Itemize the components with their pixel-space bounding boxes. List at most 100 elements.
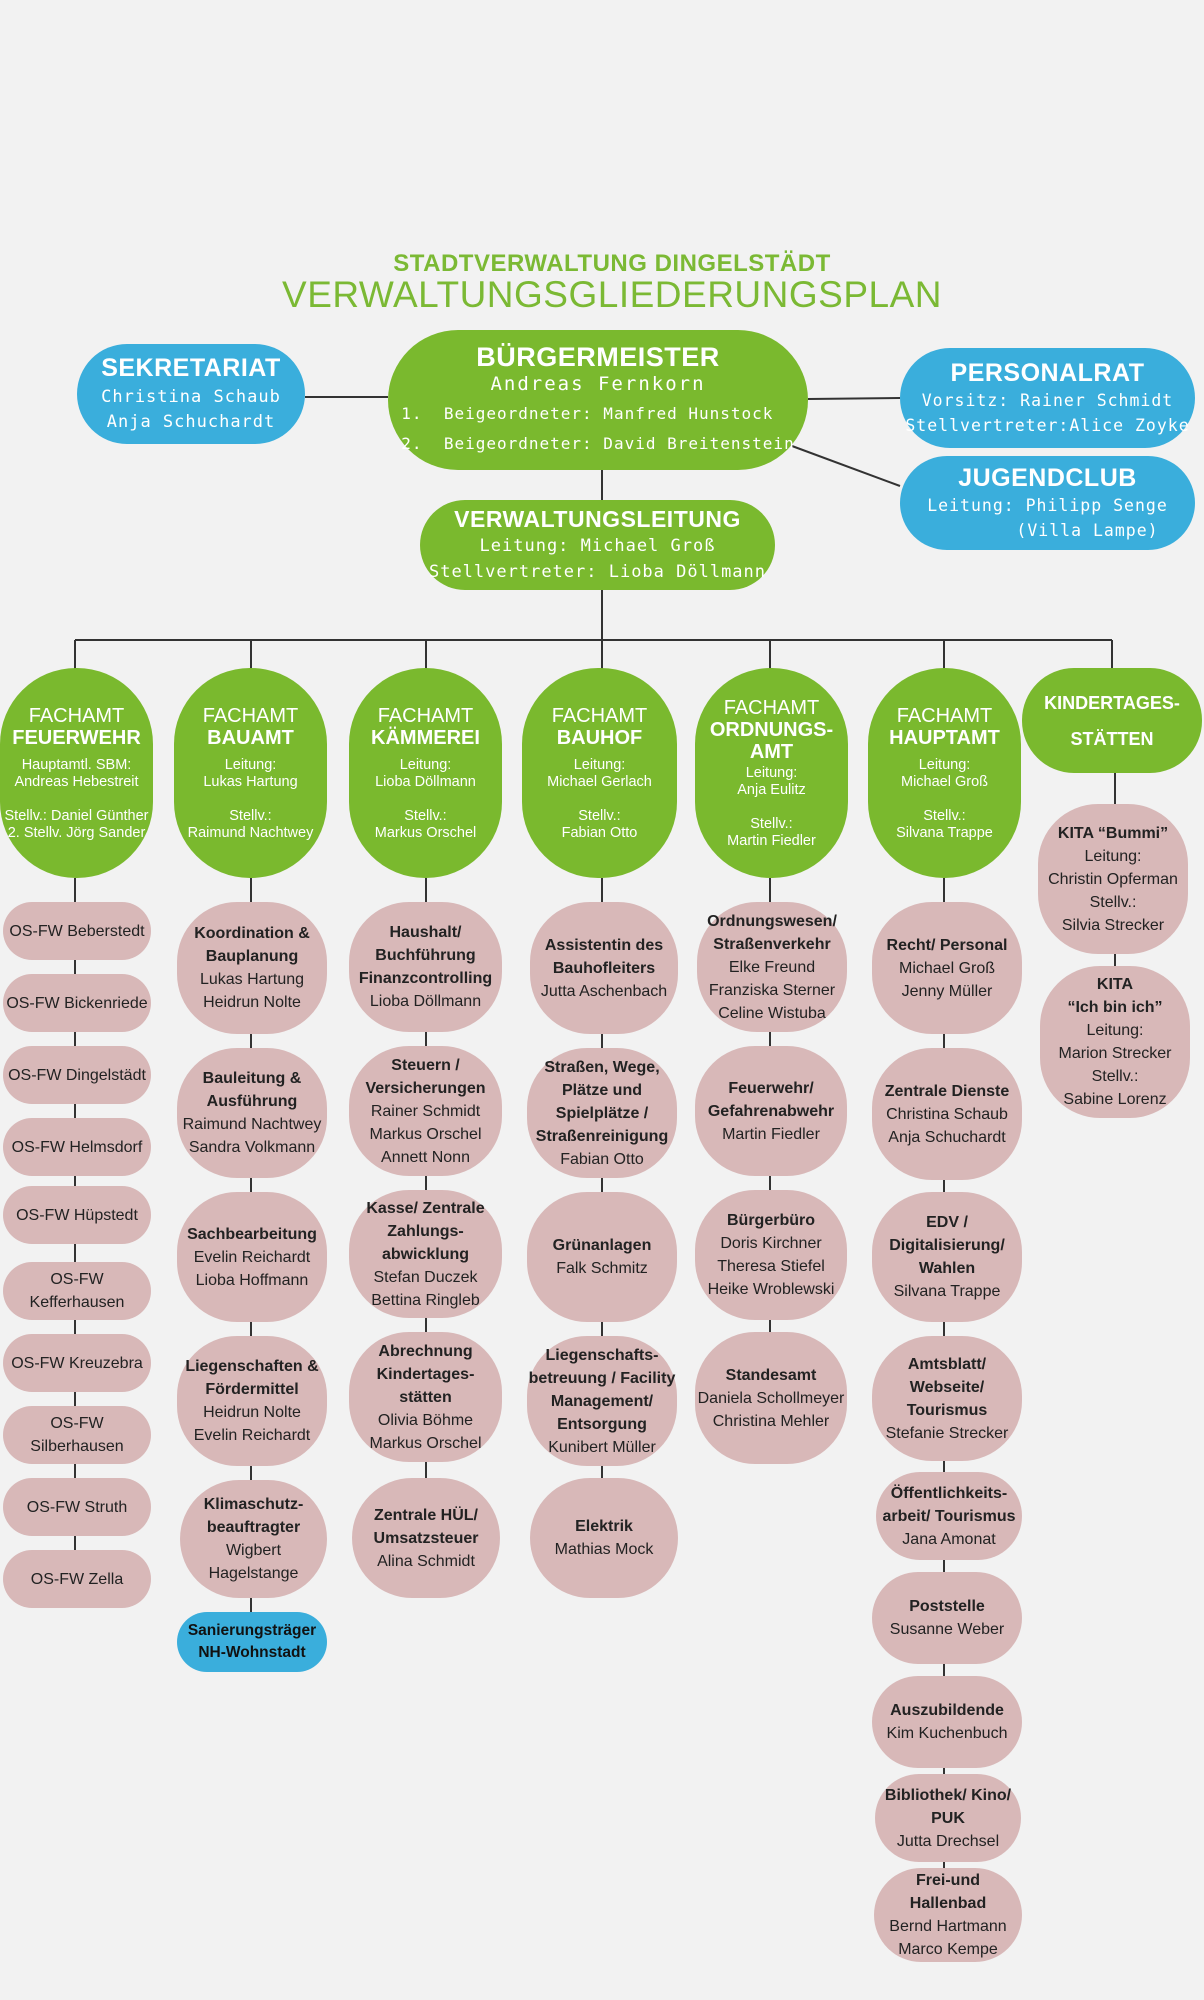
unit-os-fw: OS-FW Kefferhausen — [3, 1262, 151, 1320]
dept-line: Andreas Hebestreit — [14, 773, 139, 790]
dept-line: Silvana Trappe — [896, 824, 993, 841]
unit-hauptamt: EDV /Digitalisierung/Wahlen Silvana Trap… — [872, 1192, 1022, 1322]
unit-title: Zentrale Dienste — [884, 1082, 1010, 1100]
unit-title: Versicherungen — [365, 1079, 486, 1097]
unit-person: Sabine Lorenz — [1063, 1091, 1167, 1108]
verwaltungsleitung-box: VERWALTUNGSLEITUNG Leitung: Michael Groß… — [420, 500, 775, 590]
unit-title: Elektrik — [575, 1518, 633, 1535]
unit-title: Abrechnung — [378, 1342, 473, 1360]
sekretariat-title: SEKRETARIAT — [101, 353, 281, 382]
dept-line: Stellv.: — [750, 815, 793, 832]
unit-person: Jenny Müller — [901, 982, 993, 1000]
verwaltungsleitung-line1: Leitung: Michael Groß — [479, 535, 716, 556]
unit-os-fw: OS-FW Bickenriede — [3, 974, 151, 1032]
unit-title: Bauplanung — [205, 948, 299, 965]
dept-line: 2. Stellv. Jörg Sander — [7, 824, 146, 841]
unit-person: Lukas Hartung — [199, 971, 305, 988]
unit-title: Straßenverkehr — [713, 935, 831, 953]
unit-title: Haushalt/ — [389, 924, 462, 941]
unit-hauptamt: Bibliothek/ Kino/PUK Jutta Drechsel — [875, 1774, 1021, 1862]
unit-title: Poststelle — [909, 1598, 985, 1615]
unit-title: Kasse/ Zentrale — [366, 1199, 485, 1217]
dept-line: Lukas Hartung — [203, 773, 298, 790]
dept-line: Stellv.: — [578, 807, 621, 824]
unit-title: Feuerwehr/ — [728, 1079, 814, 1097]
unit-title: Straßenreinigung — [535, 1127, 669, 1145]
unit-person: Christina Schaub — [886, 1105, 1008, 1123]
unit-person: Evelin Reichardt — [193, 1248, 311, 1266]
unit-person: Michael Groß — [898, 959, 996, 977]
unit-person: Christin Opferman — [1048, 870, 1178, 888]
unit-title: Bürgerbüro — [727, 1212, 815, 1229]
unit-title: Steuern / — [391, 1056, 460, 1074]
sekretariat-box: SEKRETARIAT Christina Schaub Anja Schuch… — [77, 344, 305, 444]
unit-person: Silvia Strecker — [1061, 916, 1165, 934]
unit-kaemmerei: Zentrale HÜL/Umsatzsteuer Alina Schmidt — [352, 1478, 500, 1598]
deputy-1-text: Beigeordneter: Manfred Hunstock — [443, 403, 774, 423]
unit-hauptamt: Auszubildende Kim Kuchenbuch — [872, 1676, 1022, 1768]
unit-title: Standesamt — [725, 1366, 817, 1384]
unit-hauptamt: Poststelle Susanne Weber — [872, 1572, 1022, 1664]
unit-title: Auszubildende — [890, 1702, 1004, 1719]
dept-line: Stellv.: — [229, 807, 272, 824]
dept-name: KÄMMEREI — [371, 726, 480, 749]
dept-name: FEUERWEHR — [12, 726, 141, 749]
unit-title: Assistentin des — [544, 936, 664, 954]
unit-title: Umsatzsteuer — [373, 1529, 479, 1547]
unit-person: Rainer Schmidt — [370, 1102, 481, 1120]
personalrat-line1: Vorsitz: Rainer Schmidt — [921, 390, 1174, 410]
unit-name: OS-FW Dingelstädt — [8, 1066, 146, 1084]
dept-kicker: FACHAMT — [28, 704, 125, 727]
unit-os-fw: OS-FW Beberstedt — [3, 902, 151, 960]
unit-ordnungsamt: Feuerwehr/Gefahrenabwehr Martin Fiedler — [695, 1046, 847, 1176]
buergermeister-box: BÜRGERMEISTER Andreas Fernkorn 1. Beigeo… — [388, 330, 808, 470]
unit-title: Straßen, Wege, — [544, 1058, 660, 1076]
dept-line: Leitung: — [224, 756, 277, 773]
unit-title: Tourismus — [906, 1401, 988, 1419]
unit-title: PUK — [931, 1809, 965, 1827]
unit-title: Buchführung — [375, 947, 476, 964]
unit-person: Kim Kuchenbuch — [886, 1725, 1008, 1742]
unit-title: Spielplätze / — [555, 1104, 649, 1122]
unit-person: Stellv.: — [1089, 893, 1137, 911]
dept-line: Markus Orschel — [374, 824, 477, 841]
unit-person: Lioba Hoffmann — [195, 1271, 309, 1289]
unit-title: Recht/ Personal — [886, 936, 1008, 954]
unit-title: Finanzcontrolling — [358, 970, 493, 987]
unit-title: Koordination & — [194, 925, 310, 942]
unit-person: Stefan Duczek — [373, 1268, 478, 1286]
deputy-2-num: 2. — [401, 433, 423, 453]
unit-title: Bauleitung & — [202, 1070, 302, 1087]
dept-bauhof: FACHAMT BAUHOF Leitung: Michael Gerlach … — [522, 668, 677, 878]
dept-name-2: STÄTTEN — [1070, 728, 1154, 749]
dept-kicker: FACHAMT — [896, 704, 993, 727]
unit-person: Bernd Hartmann — [889, 1918, 1007, 1935]
dept-line: Martin Fiedler — [727, 832, 816, 849]
unit-person: Bettina Ringleb — [371, 1291, 480, 1309]
unit-person: Anja Schuchardt — [888, 1128, 1006, 1146]
dept-line: Michael Groß — [900, 773, 989, 790]
unit-bauhof: Elektrik Mathias Mock — [530, 1478, 678, 1598]
unit-title: Liegenschafts- — [545, 1346, 659, 1364]
dept-hauptamt: FACHAMT HAUPTAMT Leitung: Michael Groß S… — [868, 668, 1021, 878]
unit-title: Hallenbad — [909, 1895, 987, 1912]
dept-bauamt: FACHAMT BAUAMT Leitung: Lukas Hartung St… — [174, 668, 327, 878]
personalrat-title: PERSONALRAT — [950, 358, 1145, 387]
unit-name: OS-FW Zella — [30, 1570, 124, 1588]
unit-title: betreuung / Facility — [528, 1369, 676, 1387]
dept-line: Stellv.: Daniel Günther — [4, 807, 149, 824]
unit-os-fw: OS-FW Kreuzebra — [3, 1334, 151, 1392]
unit-person: Stefanie Strecker — [885, 1424, 1009, 1442]
unit-name: OS-FW Hüpstedt — [16, 1206, 138, 1224]
verwaltungsleitung-title: VERWALTUNGSLEITUNG — [454, 505, 741, 532]
unit-title: Gefahrenabwehr — [707, 1102, 835, 1120]
